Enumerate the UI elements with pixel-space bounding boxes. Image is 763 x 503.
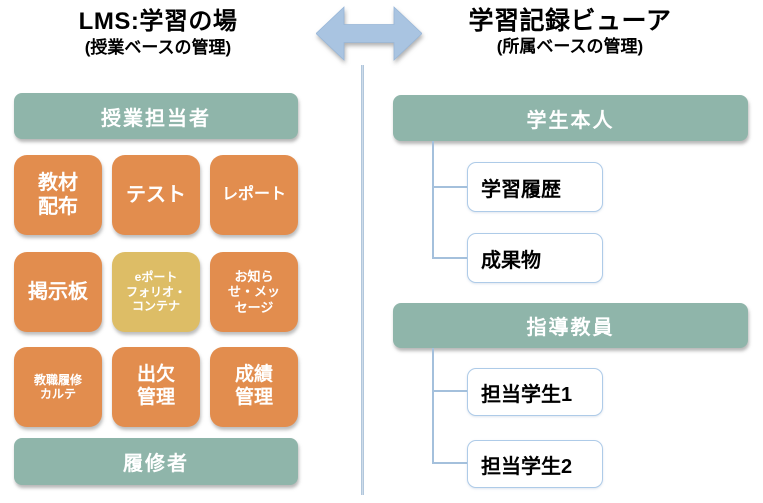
box-keijiban: 掲示板 [14, 252, 102, 332]
tree-line-horizontal [432, 462, 467, 464]
tree-line-horizontal [432, 390, 467, 392]
box-label-line: レポート [221, 186, 286, 204]
tree-line-horizontal [432, 257, 467, 259]
group-header-teacher: 指導教員 [393, 303, 748, 348]
box-label-line: 掲示板 [28, 281, 88, 303]
lms-subtitle: (授業ベースの管理) [84, 37, 232, 57]
item-seikabutsu: 成果物 [467, 233, 603, 283]
box-report: レポート [210, 155, 298, 235]
box-label-line: 配布 [38, 196, 78, 218]
box-label-line: お知ら [234, 268, 274, 284]
box-label-line: セージ [234, 299, 274, 315]
tree-line-vertical [432, 348, 434, 464]
box-label-line: 管理 [136, 387, 175, 408]
box-label-line: 成績 [234, 364, 273, 386]
tree-line-vertical [432, 141, 434, 258]
box-oshirase-message: お知ら せ・メッ セージ [210, 252, 298, 332]
group-header-student: 学生本人 [393, 95, 748, 141]
box-label-line: 管理 [234, 387, 273, 408]
lms-footer-bar: 履修者 [14, 438, 298, 485]
viewer-title: 学習記録ビューア [468, 7, 672, 35]
lms-header-bar: 授業担当者 [14, 93, 298, 139]
box-label-line: カルテ [39, 387, 76, 401]
lms-title-block: LMS:学習の場 (授業ベースの管理) [8, 8, 308, 58]
item-tanto-gakusei-2: 担当学生2 [467, 440, 603, 488]
item-tanto-gakusei-1: 担当学生1 [467, 368, 603, 416]
box-label-line: 教職履修 [33, 372, 82, 387]
box-label-line: 教材 [38, 172, 78, 194]
box-eportfolio-container: eポート フォリオ・ コンテナ [112, 252, 200, 332]
center-divider-line [361, 65, 364, 495]
box-kyoshoku-rishu-karte: 教職履修 カルテ [14, 347, 102, 427]
box-label-line: せ・メッ [227, 284, 280, 300]
box-label-line: コンテナ [131, 299, 180, 314]
box-kyozai-haifu: 教材 配布 [14, 155, 102, 235]
item-gakushu-rireki: 学習履歴 [467, 162, 603, 212]
tree-line-horizontal [432, 186, 467, 188]
box-shukketsu-kanri: 出欠 管理 [112, 347, 200, 427]
left-right-arrow-icon [316, 6, 422, 61]
lms-title: LMS:学習の場 [78, 8, 238, 35]
viewer-subtitle: (所属ベースの管理) [496, 37, 644, 56]
box-seiseki-kanri: 成績 管理 [210, 347, 298, 427]
box-label-line: テスト [126, 184, 186, 206]
box-test: テスト [112, 155, 200, 235]
box-label-line: 出欠 [136, 364, 175, 386]
box-label-line: フォリオ・ [125, 284, 186, 299]
box-label-line: eポート [134, 270, 178, 285]
viewer-title-block: 学習記録ビューア (所属ベースの管理) [420, 6, 720, 57]
